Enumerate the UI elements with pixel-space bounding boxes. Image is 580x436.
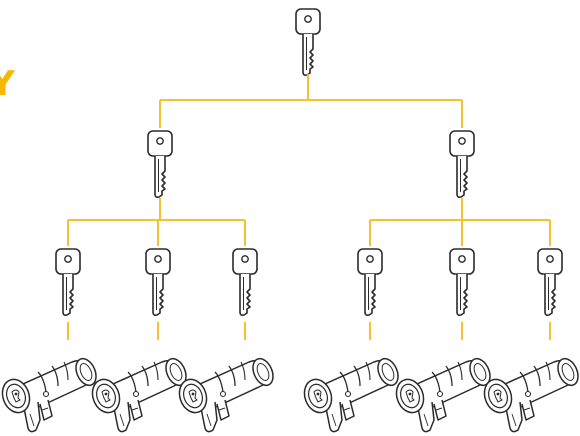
lock-b3-euro-cylinder-lock-icon: [483, 357, 579, 433]
lock-a2-euro-cylinder-lock-icon: [91, 357, 187, 433]
lock-a1-euro-cylinder-lock-icon: [1, 357, 97, 433]
lock-b2-euro-cylinder-lock-icon: [395, 357, 491, 433]
master-key-b-key-icon: [449, 130, 475, 198]
lock-b1-euro-cylinder-lock-icon: [303, 357, 399, 433]
grand-master-key-key-icon: [295, 8, 321, 76]
change-key-b3-key-icon: [537, 248, 563, 316]
change-key-b2-key-icon: [449, 248, 475, 316]
lock-a3-euro-cylinder-lock-icon: [178, 357, 274, 433]
heading-fragment: Y: [0, 64, 16, 104]
change-key-a3-key-icon: [232, 248, 258, 316]
change-key-b1-key-icon: [357, 248, 383, 316]
change-key-a2-key-icon: [145, 248, 171, 316]
master-key-a-key-icon: [147, 130, 173, 198]
change-key-a1-key-icon: [55, 248, 81, 316]
